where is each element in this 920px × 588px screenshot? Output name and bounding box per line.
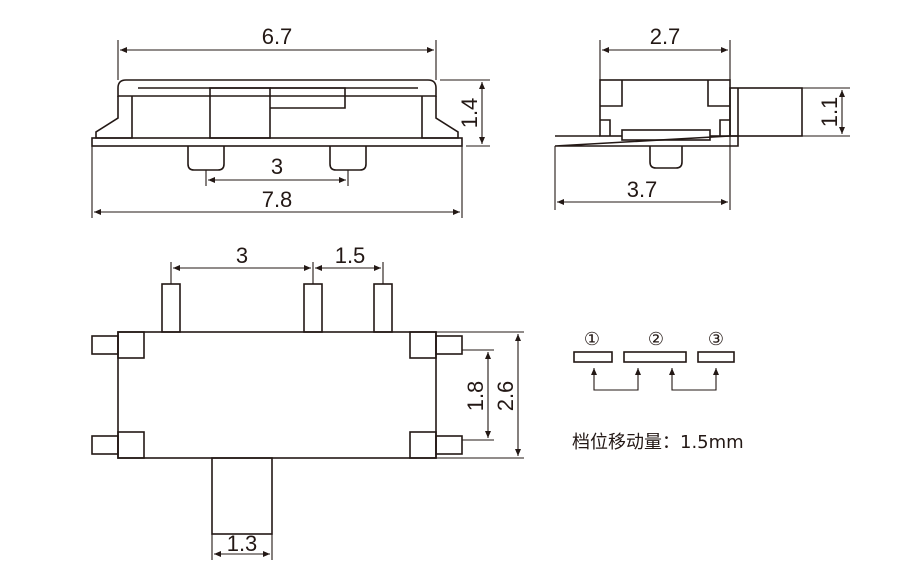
top-pin-2 bbox=[303, 283, 323, 333]
side-body bbox=[599, 79, 731, 137]
top-view: 3 1.5 1.8 2.6 1.3 bbox=[91, 243, 524, 560]
dim-label-3-front: 3 bbox=[271, 154, 283, 179]
front-base bbox=[91, 137, 463, 147]
front-pin-left bbox=[187, 146, 225, 171]
top-terminal-right-lower bbox=[435, 435, 463, 455]
top-body bbox=[117, 331, 437, 459]
dim-label-7-8: 7.8 bbox=[262, 187, 293, 212]
travel-note: 档位移动量：1.5mm bbox=[572, 432, 744, 453]
top-terminal-left-upper bbox=[91, 335, 119, 355]
dim-label-1-3: 1.3 bbox=[227, 531, 258, 556]
position-marker-3: ③ bbox=[708, 329, 724, 350]
side-view: 2.7 1.1 3.7 bbox=[554, 24, 850, 210]
dim-label-1-4: 1.4 bbox=[457, 98, 482, 129]
side-actuator bbox=[729, 87, 803, 137]
front-view: 6.7 1.4 3 7.8 bbox=[91, 24, 490, 218]
position-pad-1 bbox=[573, 351, 613, 363]
front-top-cover bbox=[117, 79, 437, 97]
side-pin bbox=[649, 146, 683, 169]
position-marker-1: ① bbox=[584, 329, 600, 350]
dim-label-6-7: 6.7 bbox=[262, 24, 293, 49]
dim-label-3-top: 3 bbox=[236, 243, 248, 268]
dim-label-2-7: 2.7 bbox=[650, 24, 681, 49]
dim-label-1-5: 1.5 bbox=[335, 243, 366, 268]
dim-label-3-7: 3.7 bbox=[627, 177, 658, 202]
dim-label-2-6: 2.6 bbox=[493, 381, 518, 412]
top-actuator bbox=[211, 457, 273, 535]
position-diagram: ① ② ③ 档位移动量：1.5mm bbox=[572, 329, 744, 453]
dim-label-1-8: 1.8 bbox=[463, 381, 488, 412]
position-pad-3 bbox=[697, 351, 735, 363]
position-arrow-1-2 bbox=[591, 368, 641, 391]
position-arrow-2-3 bbox=[669, 368, 719, 391]
top-pin-1 bbox=[161, 283, 181, 333]
top-pin-3 bbox=[373, 283, 393, 333]
front-pin-right bbox=[329, 146, 367, 171]
top-terminal-right-upper bbox=[435, 335, 463, 355]
position-marker-2: ② bbox=[648, 329, 664, 350]
position-pad-2 bbox=[623, 351, 687, 363]
top-terminal-left-lower bbox=[91, 435, 119, 455]
dim-label-1-1: 1.1 bbox=[817, 97, 842, 128]
